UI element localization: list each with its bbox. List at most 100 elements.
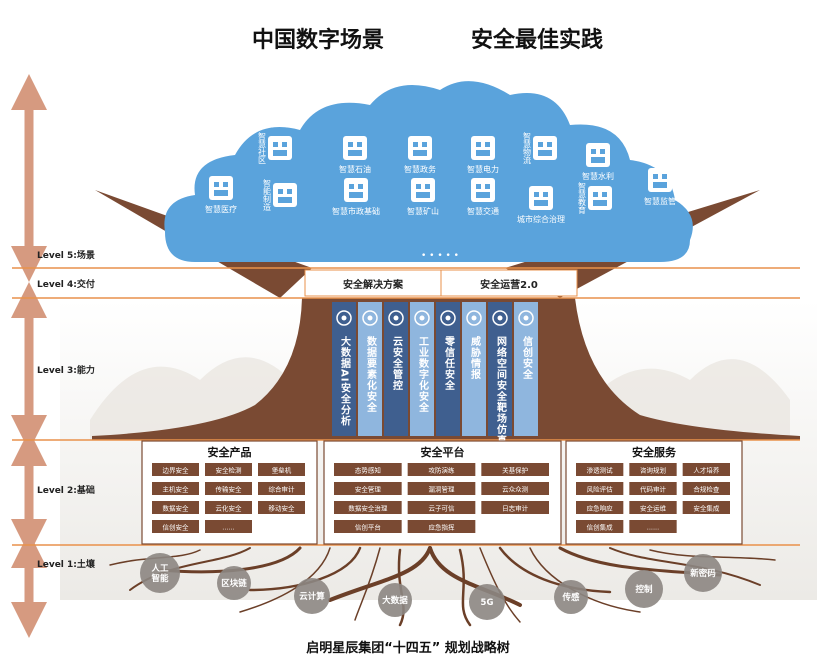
box-cell: 综合审计 — [258, 482, 305, 495]
level-label: Level 5:场景 — [37, 249, 95, 261]
foundation-box: 安全平台态势感知攻防演练关基保护安全管理漏洞管理云众众测数据安全治理云子可信日志… — [323, 440, 562, 545]
pillar: 信创安全 — [514, 302, 538, 436]
soil-label: 区块链 — [221, 578, 247, 589]
box-cell-label: 攻防演练 — [429, 466, 456, 475]
scene-robot-arm: 智能制造 — [263, 178, 297, 212]
box-cell-label: 安全管理 — [355, 485, 382, 494]
box-cell-label: 堡垒机 — [272, 466, 292, 475]
roots — [109, 546, 776, 627]
box-cell: 云众众测 — [481, 482, 549, 495]
pillar: 云安全管控 — [384, 302, 408, 436]
power-tower-icon — [471, 136, 495, 160]
scene-label: 智慧水利 — [582, 171, 614, 181]
hospital-icon — [209, 176, 233, 200]
box-cell-label: 日志审计 — [502, 504, 529, 513]
scene-label: 智慧矿山 — [407, 206, 439, 216]
title-right: 安全最佳实践 — [471, 27, 603, 53]
soil-item: 5G — [469, 584, 505, 620]
scene-label: 智慧石油 — [339, 164, 371, 174]
handshake-icon — [440, 310, 456, 326]
box-cell: 数据安全治理 — [334, 501, 402, 514]
box-cell: 信创安全 — [152, 520, 199, 533]
brain-icon — [336, 310, 352, 326]
scene-community: 智慧社区 — [258, 131, 292, 164]
box-cell-label: 应急响应 — [587, 504, 614, 513]
pillar-label: 数据要素化安全 — [365, 335, 378, 413]
pillar-label: 网络空间安全靶场仿真 — [495, 336, 508, 446]
scene-label: 城市综合治理 — [517, 214, 565, 224]
pillar: 零信任安全 — [436, 302, 460, 436]
scene-label: 智慧政务 — [404, 164, 436, 174]
box-cell: 风险评估 — [576, 482, 624, 495]
threat-icon — [466, 310, 482, 326]
box-cell-label: 信创安全 — [163, 523, 190, 532]
pillar-label: 信创安全 — [521, 335, 534, 380]
scene-traffic: 智慧交通 — [467, 178, 499, 216]
scene-cloud — [164, 81, 693, 262]
scene-label: 智慧社区 — [258, 131, 267, 164]
scene-government: 智慧政务 — [404, 136, 436, 174]
level-label: Level 1:土壤 — [37, 558, 96, 570]
box-cell: ...... — [629, 520, 677, 533]
mine-cart-icon — [411, 178, 435, 202]
scene-supervision: 智慧监管 — [644, 168, 676, 206]
supervision-icon — [648, 168, 672, 192]
box-cell-label: 安全集成 — [693, 504, 720, 513]
soil-item: 控制 — [625, 570, 663, 608]
soil-label: 云计算 — [299, 591, 325, 602]
soil-label: 5G — [481, 598, 494, 608]
scene-label: 智慧监管 — [644, 196, 676, 206]
chip-icon — [518, 310, 534, 326]
soil-item: 大数据 — [378, 583, 412, 617]
scene-label: 智能制造 — [263, 178, 272, 212]
robot-arm-icon — [273, 183, 297, 207]
box-cell-label: 代码审计 — [640, 485, 667, 494]
box-cell-label: 综合审计 — [269, 485, 296, 494]
soil-item: 区块链 — [217, 566, 251, 600]
box-cell-label: 风险评估 — [587, 485, 614, 494]
box-cell-label: 云化安全 — [216, 504, 243, 513]
box-cell: ...... — [205, 520, 252, 533]
scene-label: 智慧物流 — [523, 131, 532, 165]
scene-hospital: 智慧医疗 — [205, 176, 237, 214]
scene-label: 智慧医疗 — [205, 204, 237, 214]
box-cell: 漏洞管理 — [407, 482, 476, 495]
box-cell-label: 云众众测 — [502, 486, 529, 494]
foundation-boxes: 安全产品边界安全安全检测堡垒机主机安全传输安全综合审计数据安全云化安全移动安全信… — [141, 440, 743, 545]
level-label: Level 4:交付 — [37, 278, 95, 290]
pillar-label: 威胁情报 — [469, 335, 481, 380]
capability-pillars: 大数据AI安全分析数据要素化安全云安全管控工业数字化安全零信任安全威胁情报 网络空… — [332, 302, 538, 446]
water-dam-icon — [586, 143, 610, 167]
box-cell-label: 数据安全 — [163, 504, 190, 513]
logistics-icon — [533, 136, 557, 160]
delivery-operations-label: 安全运营2.0 — [480, 278, 538, 291]
pillar-label: 云安全管控 — [391, 336, 404, 391]
pillar: 工业数字化安全 — [410, 302, 434, 436]
box-cell: 渗透测试 — [576, 463, 624, 476]
box-cell-label: 云子可信 — [429, 504, 456, 513]
box-cell-label: 信创集成 — [587, 523, 614, 532]
box-cell-label: 漏洞管理 — [429, 485, 456, 494]
level-lines — [12, 267, 800, 546]
scene-label: 智慧交通 — [467, 206, 499, 216]
soil-label: 大数据 — [382, 595, 408, 606]
box-cell: 日志审计 — [481, 501, 549, 514]
box-cell: 关基保护 — [481, 463, 549, 476]
cloud-icon — [388, 310, 404, 326]
pillar-label: 大数据AI安全分析 — [339, 335, 352, 427]
box-title: 安全平台 — [421, 445, 465, 459]
box-cell-label: ...... — [222, 524, 234, 532]
box-cell-label: 安全运维 — [640, 504, 667, 513]
scene-logistics: 智慧物流 — [523, 131, 557, 165]
box-cell: 移动安全 — [258, 501, 305, 514]
box-cell: 攻防演练 — [407, 463, 476, 476]
city-governance-icon — [529, 186, 553, 210]
box-cell: 应急指挥 — [407, 520, 476, 533]
box-cell-label: 关基保护 — [502, 466, 528, 475]
box-cell-label: 信创平台 — [355, 523, 381, 532]
foundation-box: 安全产品边界安全安全检测堡垒机主机安全传输安全综合审计数据安全云化安全移动安全信… — [141, 440, 318, 545]
box-cell: 传输安全 — [205, 482, 252, 495]
box-cell: 咨询规划 — [629, 463, 677, 476]
